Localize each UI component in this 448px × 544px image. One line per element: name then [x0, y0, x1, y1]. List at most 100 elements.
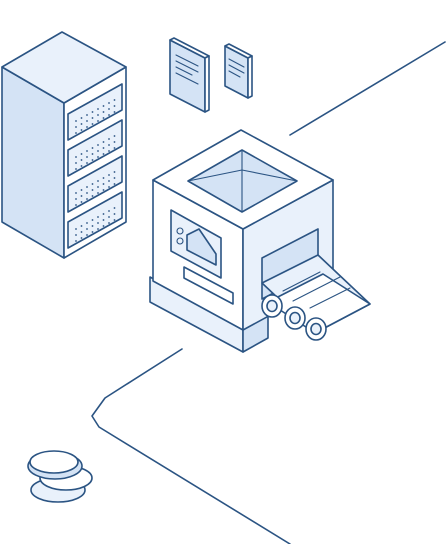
conveyor-belt-icon: [261, 254, 371, 341]
vent-dot: [102, 141, 105, 143]
vent-dot: [108, 102, 110, 104]
document-icon: [169, 37, 210, 113]
vent-dot: [102, 105, 105, 107]
vent-dot: [91, 183, 94, 185]
processing-machine-icon: [149, 129, 334, 353]
vent-dot: [80, 231, 83, 233]
vent-dot: [75, 126, 77, 128]
vent-dot: [102, 219, 105, 221]
vent-dot: [80, 237, 83, 239]
vent-dot: [102, 183, 105, 185]
vent-dot: [80, 201, 83, 203]
vent-dot: [97, 216, 99, 218]
vent-dot: [86, 120, 88, 122]
vent-dot: [86, 162, 88, 164]
vent-dot: [91, 189, 94, 191]
vent-dot: [91, 111, 94, 113]
vent-dot: [113, 105, 116, 107]
vent-dot: [97, 192, 99, 194]
vent-dot: [80, 189, 83, 191]
vent-dot: [91, 123, 94, 125]
image-icon: [176, 227, 217, 266]
vent-dot: [75, 204, 77, 206]
vent-dot: [80, 129, 83, 131]
roller-hub: [266, 299, 278, 313]
vent-dot: [80, 159, 83, 161]
vent-dot: [113, 171, 116, 173]
vent-dot: [75, 132, 77, 134]
vent-dot: [113, 135, 116, 137]
vent-dot: [108, 180, 110, 182]
vent-dot: [86, 192, 88, 194]
vent-dot: [113, 183, 116, 185]
vent-dot: [108, 186, 110, 188]
vent-dot: [102, 117, 105, 119]
vent-dot: [102, 147, 105, 149]
vent-dot: [113, 177, 116, 179]
vent-dot: [86, 114, 88, 116]
vent-dot: [102, 177, 105, 179]
vent-dot: [97, 120, 99, 122]
vent-dot: [102, 225, 105, 227]
vent-dot: [86, 126, 88, 128]
vent-dot: [75, 234, 77, 236]
rack-unit: [67, 191, 123, 249]
vent-dot: [97, 144, 99, 146]
vent-dot: [80, 195, 83, 197]
vent-dot: [86, 198, 88, 200]
vent-dot: [75, 120, 77, 122]
vent-dot: [108, 108, 110, 110]
vent-dot: [97, 108, 99, 110]
vent-dot: [108, 144, 110, 146]
vent-dot: [75, 168, 77, 170]
vent-dot: [97, 228, 99, 230]
vent-dot: [113, 147, 116, 149]
vent-dot: [113, 99, 116, 101]
vent-dot: [80, 165, 83, 167]
vent-dot: [75, 162, 77, 164]
vent-dot: [108, 150, 110, 152]
vent-dot: [97, 156, 99, 158]
rack-unit: [67, 119, 123, 177]
vent-dot: [75, 192, 77, 194]
vent-dot: [108, 222, 110, 224]
vent-dot: [108, 138, 110, 140]
vent-dot: [113, 213, 116, 215]
vent-dot: [97, 180, 99, 182]
roller-hub: [310, 322, 322, 336]
vent-dot: [108, 210, 110, 212]
vent-dot: [86, 186, 88, 188]
vent-dot: [80, 123, 83, 125]
roller-hub: [289, 311, 301, 325]
vent-dot: [113, 219, 116, 221]
rack-unit: [67, 83, 123, 141]
rack-unit: [67, 155, 123, 213]
server-rack-icon: [1, 31, 127, 259]
vent-dot: [102, 189, 105, 191]
vent-dot: [80, 117, 83, 119]
vent-dot: [91, 195, 94, 197]
document-icon: [224, 43, 253, 99]
vent-dot: [75, 228, 77, 230]
vent-dot: [97, 150, 99, 152]
vent-dot: [102, 153, 105, 155]
vent-dot: [75, 156, 77, 158]
vent-dot: [97, 114, 99, 116]
vent-dot: [97, 186, 99, 188]
vent-dot: [108, 216, 110, 218]
vent-dot: [75, 240, 77, 242]
vent-dot: [91, 147, 94, 149]
vent-dot: [91, 225, 94, 227]
vent-dot: [91, 231, 94, 233]
vent-dot: [86, 222, 88, 224]
vent-dot: [97, 222, 99, 224]
vent-dot: [91, 159, 94, 161]
vent-dot: [108, 114, 110, 116]
vent-dot: [86, 234, 88, 236]
guide-lines: [91, 41, 446, 544]
vent-dot: [113, 141, 116, 143]
vent-dot: [108, 174, 110, 176]
vent-dot: [91, 153, 94, 155]
